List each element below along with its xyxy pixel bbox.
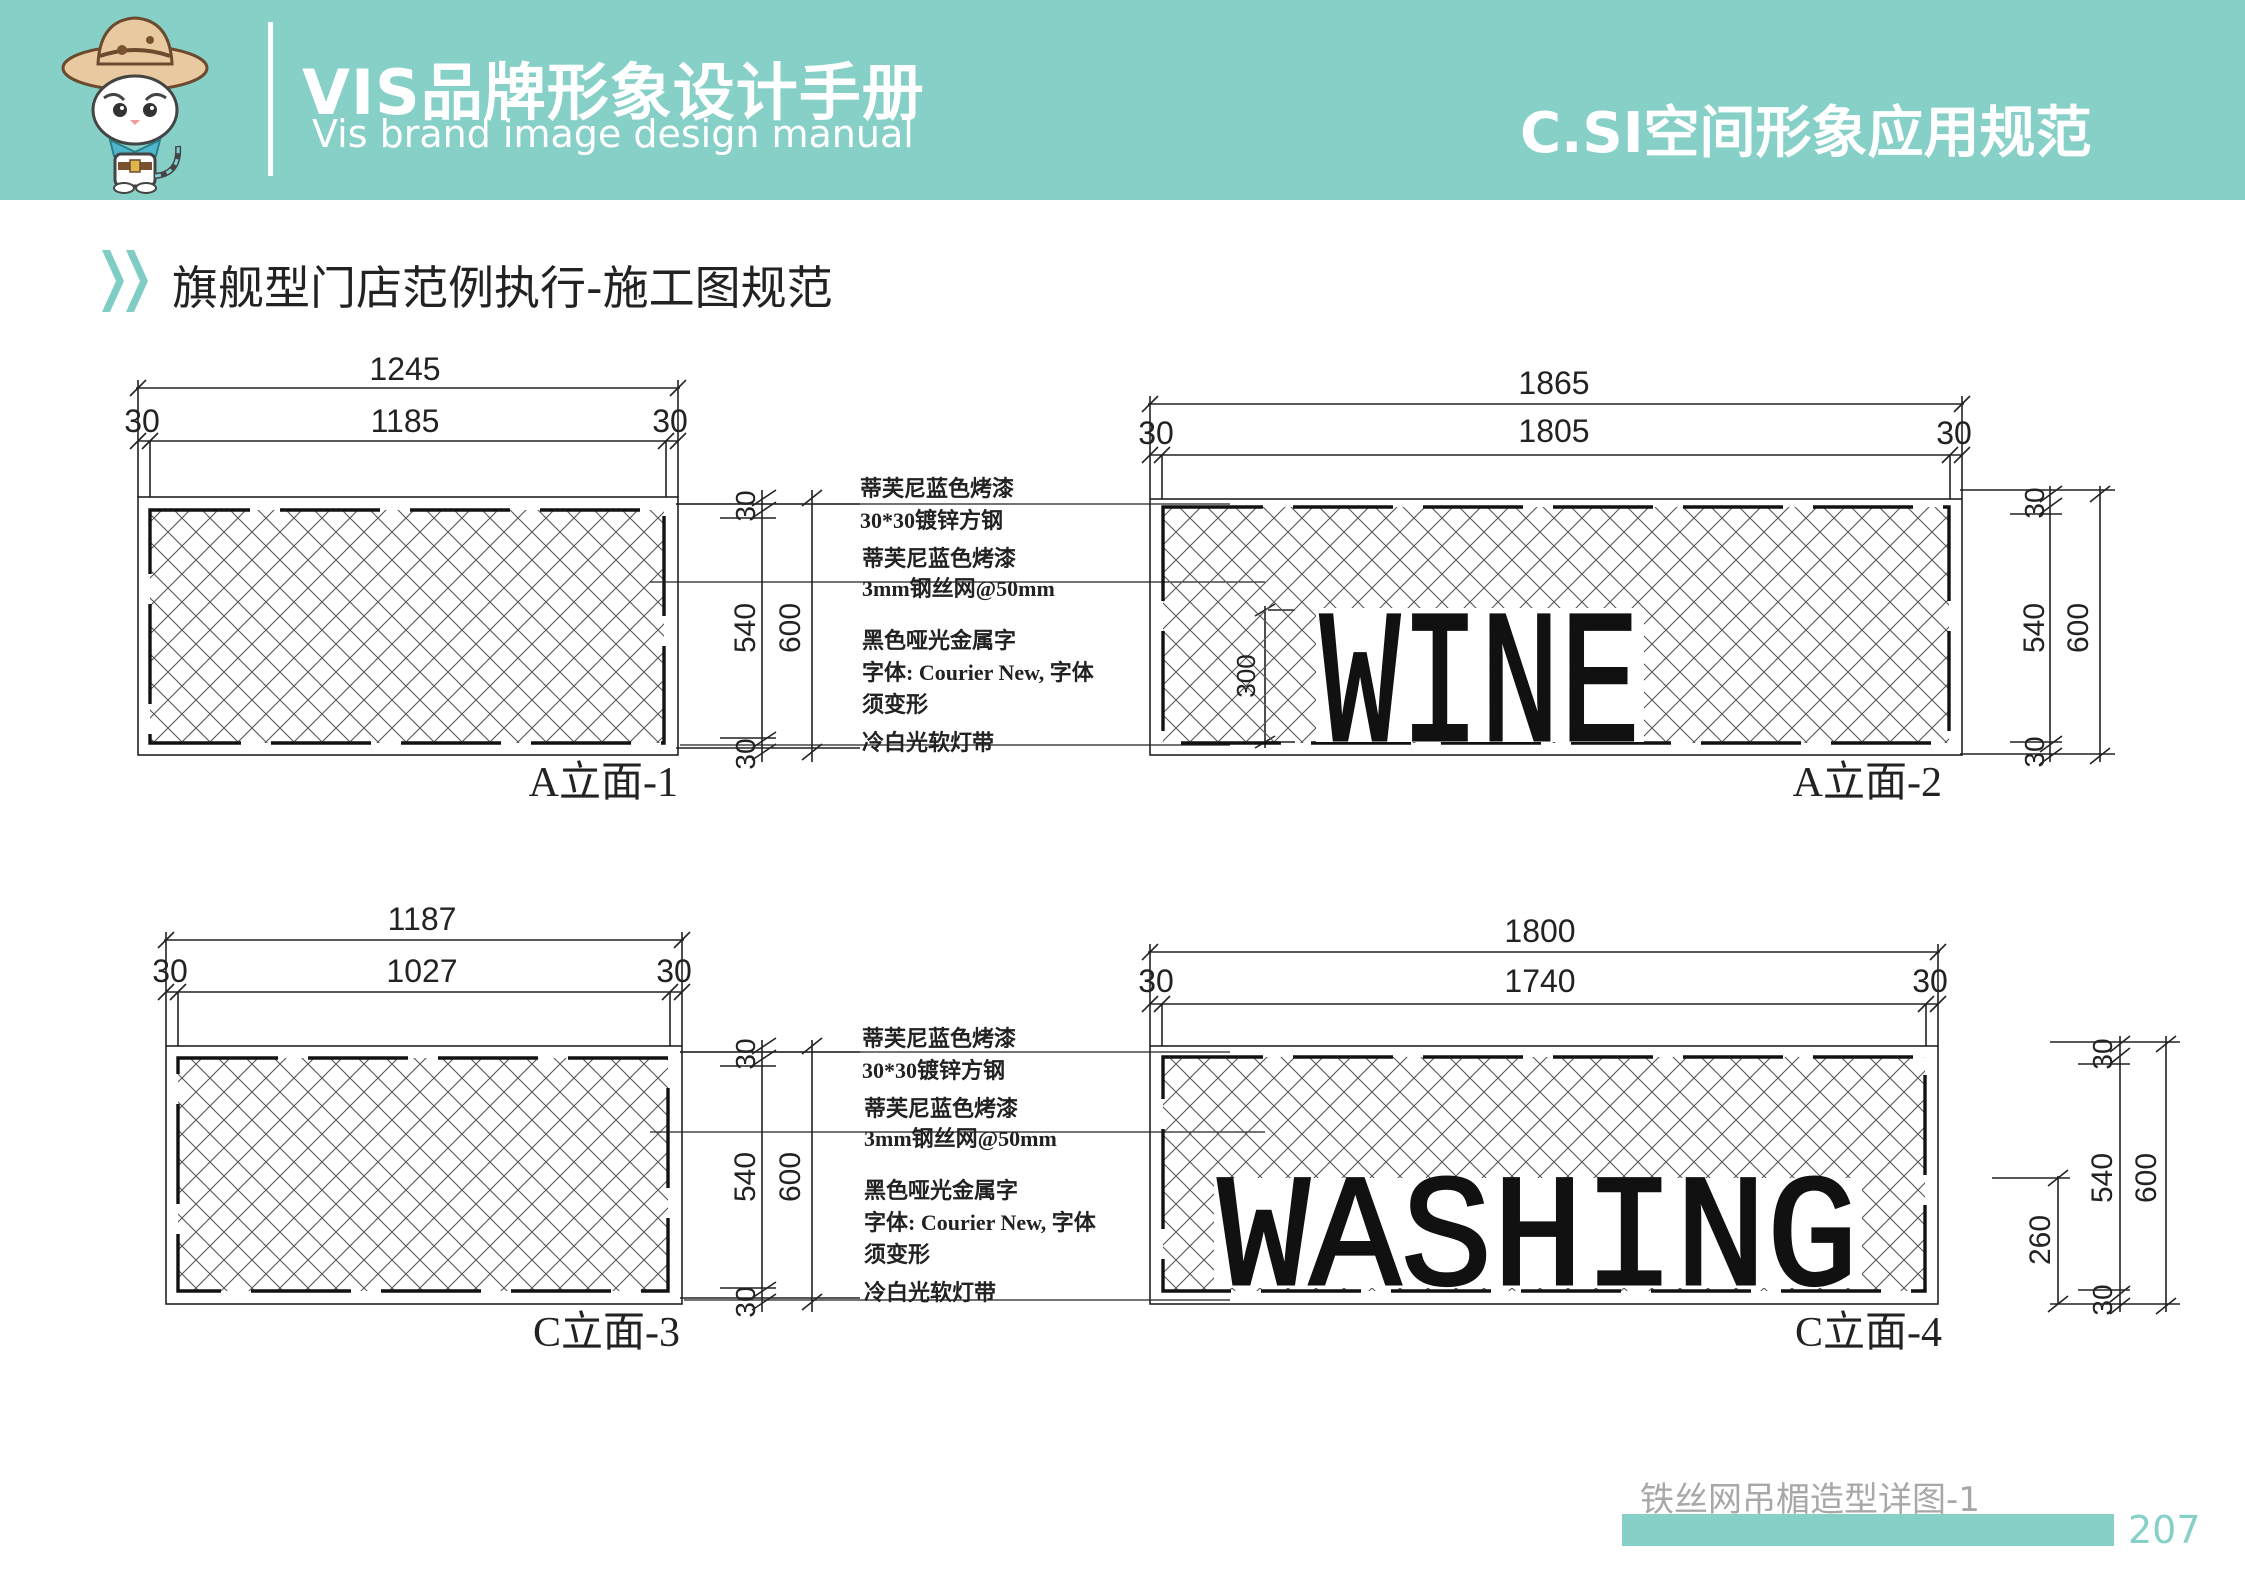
- dim-a2-v-bottom: 30: [2019, 736, 2050, 767]
- dim-c4-v-top: 30: [2087, 1038, 2118, 1069]
- dim-a1-v-mid: 540: [729, 603, 762, 653]
- dim-c3-v-mid: 540: [729, 1152, 762, 1202]
- elevation-c3: 1187 1027 30 30 30 540 600 30 C立面-3: [152, 901, 1265, 1356]
- dim-a2-inner: 1805: [1518, 413, 1589, 449]
- dim-a2-v-total: 600: [2062, 603, 2095, 653]
- note-bottom-2: 30*30镀锌方钢: [862, 1058, 1005, 1083]
- note-bottom-4: 3mm钢丝网@50mm: [864, 1126, 1057, 1151]
- header-divider: [268, 22, 273, 176]
- dim-c4-inner: 1740: [1504, 963, 1575, 999]
- note-top-5: 黑色哑光金属字: [862, 628, 1016, 653]
- dim-c4-end-left: 30: [1138, 963, 1174, 999]
- dim-a1-v-bottom: 30: [730, 738, 761, 769]
- dim-a1-v-total: 600: [774, 603, 807, 653]
- dim-c3-v-top: 30: [730, 1038, 761, 1069]
- dim-c3-inner: 1027: [386, 953, 457, 989]
- page-number: 207: [2128, 1508, 2201, 1552]
- section-title: C.SI空间形象应用规范: [1520, 101, 2092, 166]
- footer-bar: [1622, 1514, 2114, 1546]
- dim-c4-v-mid: 540: [2086, 1153, 2119, 1203]
- page-subtitle: 旗舰型门店范例执行-施工图规范: [172, 261, 833, 315]
- dim-a2-total: 1865: [1518, 365, 1589, 401]
- dim-a2-v-mid: 540: [2018, 603, 2051, 653]
- dim-c3-end-right: 30: [656, 953, 692, 989]
- dim-c3-total: 1187: [388, 901, 457, 937]
- note-bottom-7: 须变形: [864, 1242, 930, 1267]
- dim-c4-v-bottom: 30: [2087, 1284, 2118, 1315]
- note-top-6: 字体: Courier New, 字体: [862, 660, 1095, 685]
- brand-title-en: Vis brand image design manual: [312, 112, 914, 156]
- dim-a2-sign-height: 300: [1231, 654, 1261, 697]
- dim-a2-end-right: 30: [1936, 415, 1972, 451]
- note-top-1: 蒂芙尼蓝色烤漆: [860, 476, 1014, 501]
- double-chevron-icon: [102, 250, 148, 312]
- dim-c4-sign-height: 260: [2024, 1215, 2057, 1265]
- note-top-7: 须变形: [862, 692, 928, 717]
- footer-caption: 铁丝网吊楣造型详图-1: [1640, 1480, 1980, 1520]
- dim-c3-v-total: 600: [774, 1152, 807, 1202]
- note-bottom-5: 黑色哑光金属字: [864, 1178, 1018, 1203]
- label-c4: C立面-4: [1795, 1309, 1942, 1356]
- dim-a1-total: 1245: [369, 351, 440, 387]
- note-bottom-6: 字体: Courier New, 字体: [864, 1210, 1097, 1235]
- dim-c4-end-right: 30: [1912, 963, 1948, 999]
- elevation-c4: WASHING 1800 1740 30 30 30 540 600 30 26…: [1138, 913, 2180, 1356]
- dim-a2-end-left: 30: [1138, 415, 1174, 451]
- note-top-3: 蒂芙尼蓝色烤漆: [862, 546, 1016, 571]
- dim-a1-end-left: 30: [124, 403, 160, 439]
- note-top-8: 冷白光软灯带: [862, 730, 994, 755]
- sign-text-wine: WINE: [1320, 583, 1640, 798]
- dim-a1-v-top: 30: [730, 490, 761, 521]
- note-bottom-8: 冷白光软灯带: [864, 1280, 996, 1305]
- note-bottom-1: 蒂芙尼蓝色烤漆: [862, 1026, 1016, 1051]
- label-a1: A立面-1: [529, 759, 678, 806]
- note-top-4: 3mm钢丝网@50mm: [862, 576, 1055, 601]
- dim-c3-end-left: 30: [152, 953, 188, 989]
- brand-title-cn: VIS品牌形象设计手册: [302, 56, 925, 129]
- dim-c3-v-bottom: 30: [730, 1286, 761, 1317]
- elevation-a1: 1245 1185 30 30 30 540 600 30 A立面-1: [124, 351, 1265, 806]
- dim-a1-inner: 1185: [371, 403, 440, 439]
- header-bar: VIS品牌形象设计手册 Vis brand image design manua…: [0, 0, 2245, 200]
- notes-top: 蒂芙尼蓝色烤漆 30*30镀锌方钢 蒂芙尼蓝色烤漆 3mm钢丝网@50mm 黑色…: [860, 476, 1095, 755]
- dim-a2-v-top: 30: [2019, 487, 2050, 518]
- label-a2: A立面-2: [1793, 759, 1942, 806]
- label-c3: C立面-3: [533, 1309, 680, 1356]
- notes-bottom: 蒂芙尼蓝色烤漆 30*30镀锌方钢 蒂芙尼蓝色烤漆 3mm钢丝网@50mm 黑色…: [862, 1026, 1097, 1305]
- note-top-2: 30*30镀锌方钢: [860, 508, 1003, 533]
- sign-text-washing: WASHING: [1218, 1152, 1858, 1333]
- note-bottom-3: 蒂芙尼蓝色烤漆: [864, 1096, 1018, 1121]
- dim-c4-total: 1800: [1504, 913, 1575, 949]
- elevation-a2: WINE 300 1865 1805 30 30 30 540 600 30 A…: [1138, 365, 2115, 806]
- dim-c4-v-total: 600: [2130, 1153, 2163, 1203]
- dim-a1-end-right: 30: [652, 403, 688, 439]
- cat-mascot-logo: [61, 16, 209, 194]
